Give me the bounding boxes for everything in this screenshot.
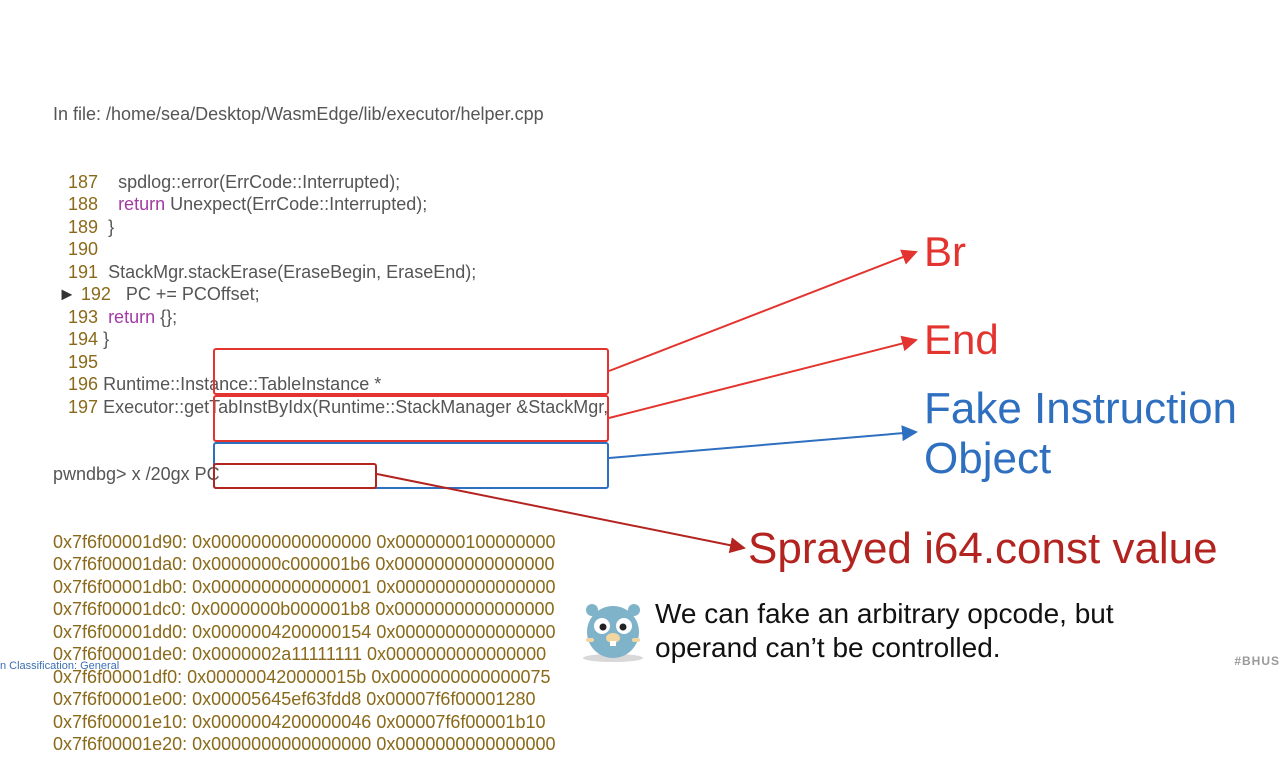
memory-row: 0x7f6f00001da0: 0x0000000c000001b6 0x000… [53,553,608,576]
memory-value: 0x0000000c000001b6 [192,554,376,574]
br-box [213,348,609,395]
memory-value: 0x0000000000000000 [376,576,556,597]
line-number: 193 [68,306,99,327]
code-text: Executor::getTabInstByIdx(Runtime::Stack… [98,396,609,417]
line-number: 197 [68,396,99,417]
br-label: Br [924,228,966,275]
memory-row: 0x7f6f00001de0: 0x0000002a11111111 0x000… [53,643,608,666]
memory-value: 0x0000000000000000 [192,734,377,754]
source-line: 189 } [53,216,608,239]
fake-instruction-label: Fake Instruction [924,384,1238,433]
memory-row: 0x7f6f00001e00: 0x00005645ef63fdd8 0x000… [53,688,608,711]
line-number: 195 [68,351,99,372]
memory-value: 0x0000000000000001 [192,576,377,597]
source-line: 195 [53,351,608,374]
code-text: Unexpect(ErrCode::Interrupted); [165,194,428,214]
source-line: 190 [53,238,608,261]
line-number: 194 [68,329,99,349]
line-number: 187 [68,171,99,192]
memory-address: 0x7f6f00001db0: [53,576,193,597]
memory-value: 0x00005645ef63fdd8 [192,689,367,709]
source-line: 193 return {}; [53,306,608,329]
annotation-arrows [376,249,918,554]
file-path-line: In file: /home/sea/Desktop/WasmEdge/lib/… [53,104,544,124]
memory-row: 0x7f6f00001db0: 0x0000000000000001 0x000… [53,576,608,599]
memory-row: 0x7f6f00001e20: 0x0000000000000000 0x000… [53,733,608,756]
memory-value: 0x0000000000000000 [366,644,547,664]
fake-instruction-arrow [608,425,918,459]
source-line: ► 192 PC += PCOffset; [53,283,608,306]
code-text: PC += PCOffset; [110,284,260,304]
note-line-2: operand can’t be controlled. [655,632,1001,663]
source-line: 194 } [53,328,608,351]
explanation-note: We can fake an arbitrary opcode, but ope… [655,597,1114,665]
memory-row: 0x7f6f00001dc0: 0x0000000b000001b8 0x000… [53,598,608,621]
line-number: 196 [68,374,99,394]
memory-value: 0x00007f6f00001b10 [376,711,546,732]
sprayed-value-box [213,463,377,489]
memory-address: 0x7f6f00001de0: [53,644,193,664]
end-label: End [924,316,999,363]
line-number: 188 [68,194,99,214]
memory-value: 0x0000000000000000 [376,621,556,642]
line-number: 190 [68,239,99,259]
source-line: 197 Executor::getTabInstByIdx(Runtime::S… [53,396,608,419]
note-line-1: We can fake an arbitrary opcode, but [655,598,1114,629]
source-line: 196 Runtime::Instance::TableInstance * [53,373,608,396]
current-line-marker: ► [53,284,81,304]
line-number: 191 [68,261,99,282]
memory-value: 0x0000004200000154 [192,621,377,642]
memory-row: 0x7f6f00001e10: 0x0000004200000046 0x000… [53,711,608,734]
end-arrow [608,335,918,419]
gopher-mascot-icon [583,604,643,662]
memory-value: 0x0000000000000000 [192,531,377,552]
code-text: StackMgr.stackErase(EraseBegin, EraseEnd… [98,261,477,282]
memory-row: 0x7f6f00001dd0: 0x0000004200000154 0x000… [53,621,608,644]
memory-value: 0x0000004200000046 [192,711,377,732]
memory-value: 0x0000000000000000 [375,554,555,574]
memory-row: 0x7f6f00001d90: 0x0000000000000000 0x000… [53,531,608,554]
memory-value: 0x0000000000000000 [376,734,556,754]
memory-address: 0x7f6f00001e10: [53,711,193,732]
code-text: {}; [155,306,178,327]
source-lines: 187 spdlog::error(ErrCode::Interrupted);… [53,171,608,419]
code-text: spdlog::error(ErrCode::Interrupted); [98,171,401,192]
code-text: } [98,329,110,349]
sprayed-arrow [376,473,746,554]
code-text: Runtime::Instance::TableInstance * [98,374,382,394]
memory-address: 0x7f6f00001e20: [53,734,193,754]
memory-address: 0x7f6f00001d90: [53,531,193,552]
memory-value: 0x0000000100000000 [376,531,556,552]
line-number: 189 [68,216,99,237]
memory-address: 0x7f6f00001dd0: [53,621,193,642]
line-number: 192 [80,284,111,304]
source-line: 188 return Unexpect(ErrCode::Interrupted… [53,193,608,216]
keyword: return [98,194,166,214]
sprayed-label: Sprayed i64.const value [748,524,1218,573]
memory-address: 0x7f6f00001e00: [53,689,193,709]
memory-value: 0x0000000000000000 [375,599,555,619]
memory-value: 0x0000002a11111111 [192,644,367,664]
source-line: 191 StackMgr.stackErase(EraseBegin, Eras… [53,261,608,284]
br-arrow [608,249,918,372]
keyword: return [98,306,156,327]
classification-footer: n Classification: General [0,660,120,672]
source-line: 187 spdlog::error(ErrCode::Interrupted); [53,171,608,194]
object-label: Object [924,434,1052,483]
memory-address: 0x7f6f00001da0: [53,554,193,574]
memory-value: 0x0000000b000001b8 [191,599,376,619]
memory-value: 0x00007f6f00001280 [366,689,536,709]
conference-tag: #BHUS [1234,654,1280,668]
code-text: } [98,216,115,237]
end-box [213,395,609,442]
memory-address: 0x7f6f00001dc0: [53,599,192,619]
